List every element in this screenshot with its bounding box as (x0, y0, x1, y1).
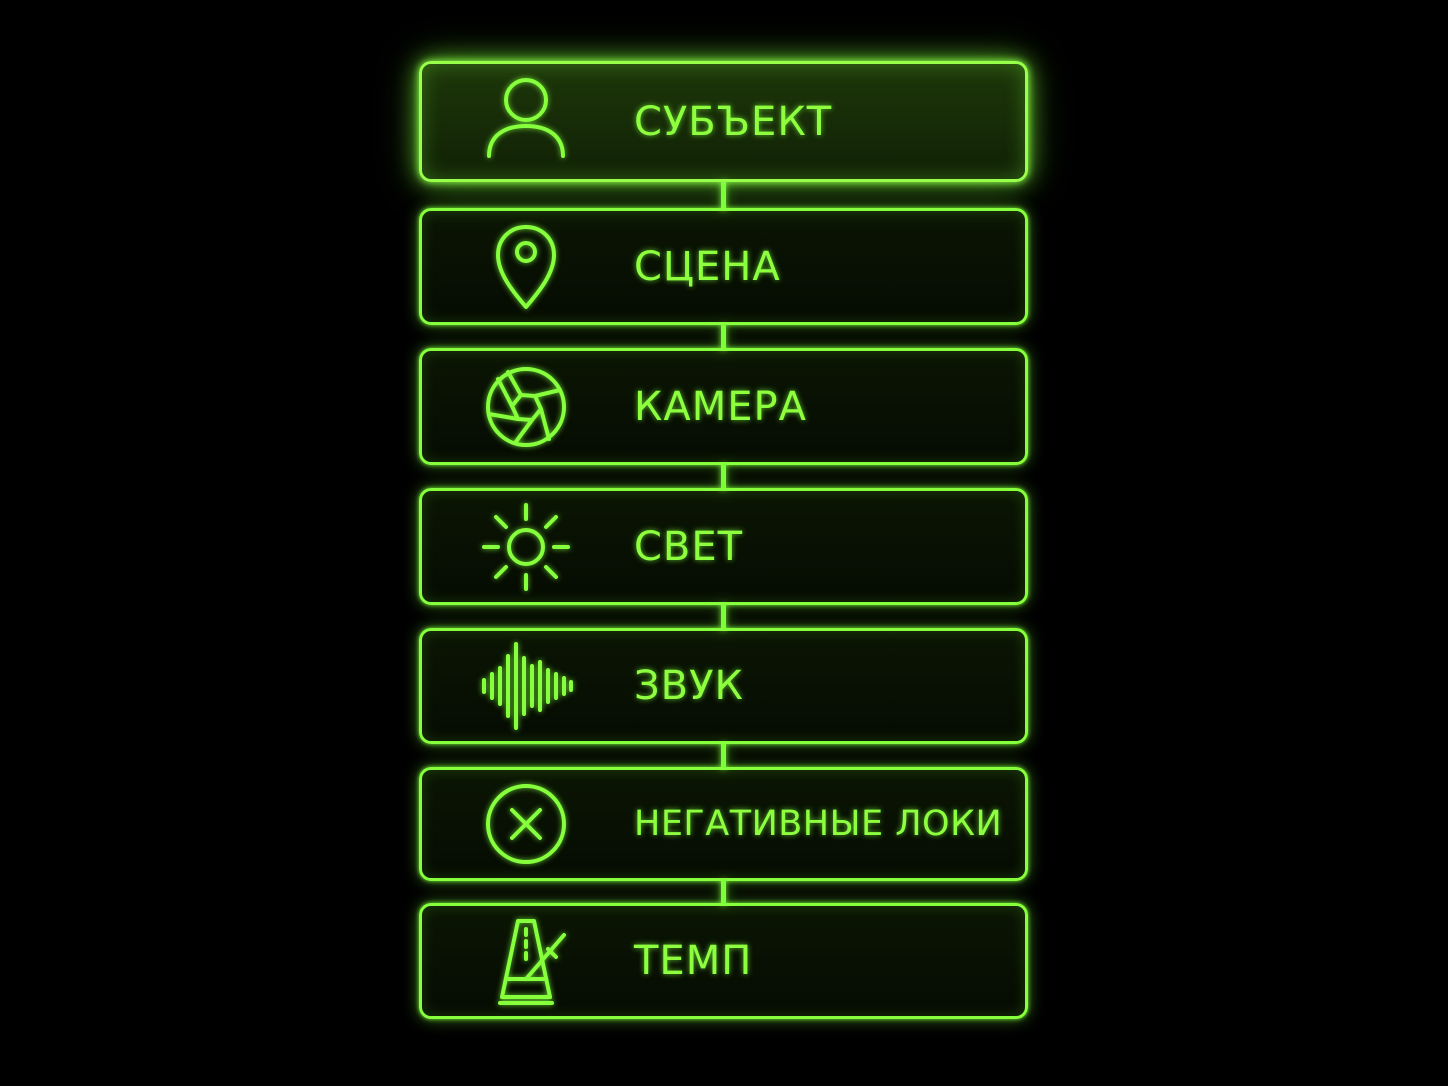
circle-x-icon (478, 776, 574, 872)
person-icon (478, 74, 574, 170)
metronome-icon (478, 913, 574, 1009)
connector-line (721, 463, 726, 490)
connector-line (721, 879, 726, 905)
connector-line (721, 324, 726, 350)
menu-item-tempo[interactable]: ТЕМП (419, 903, 1028, 1019)
menu-item-label: СУБЪЕКТ (634, 98, 833, 145)
menu-item-label: ТЕМП (634, 938, 753, 984)
menu-item-scene[interactable]: СЦЕНА (419, 208, 1028, 325)
connector-line (721, 603, 726, 630)
menu-item-negative-locks[interactable]: НЕГАТИВНЫЕ ЛОКИ (419, 767, 1028, 881)
menu-item-subject[interactable]: СУБЪЕКТ (419, 61, 1028, 182)
connector-line (721, 742, 726, 769)
menu-item-label: ЗВУК (634, 663, 744, 709)
camera-aperture-icon (478, 359, 574, 455)
menu-item-camera[interactable]: КАМЕРА (419, 348, 1028, 465)
sun-icon (478, 499, 574, 595)
connector-line (721, 180, 726, 210)
map-pin-icon (478, 219, 574, 315)
menu-item-label: СВЕТ (634, 523, 744, 570)
menu-item-sound[interactable]: ЗВУК (419, 628, 1028, 744)
sound-wave-icon (478, 638, 574, 734)
menu-item-light[interactable]: СВЕТ (419, 488, 1028, 605)
menu-item-label: НЕГАТИВНЫЕ ЛОКИ (634, 804, 1003, 844)
menu-item-label: СЦЕНА (634, 243, 781, 290)
menu-item-label: КАМЕРА (634, 383, 808, 430)
